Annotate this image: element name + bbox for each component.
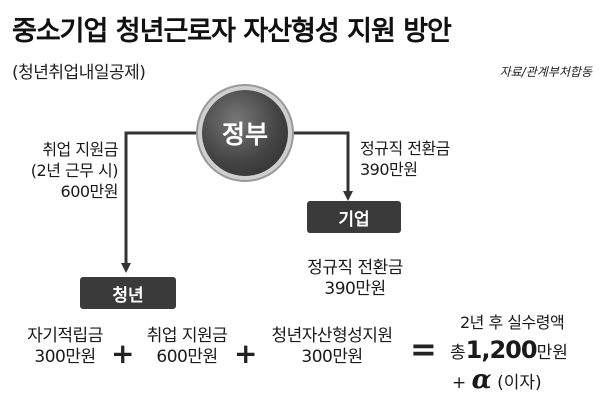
formula-term-3: 청년자산형성지원 300만원 [262, 326, 402, 368]
government-label: 정부 [221, 120, 268, 149]
term1-value: 300만원 [34, 347, 96, 367]
gov-to-company-annotation: 정규직 전환금 390만원 [360, 138, 450, 180]
page-title: 중소기업 청년근로자 자산형성 지원 방안 [12, 16, 452, 47]
company-to-youth-line2: 390만원 [324, 279, 386, 299]
youth-label: 청년 [112, 285, 144, 306]
gov-to-company-line1: 정규직 전환금 [360, 139, 450, 158]
result-prefix: 총 [450, 343, 466, 363]
plus-sign-1: + [111, 337, 135, 370]
plus-sign-2: + [234, 337, 258, 370]
term3-label: 청년자산형성지원 [271, 326, 393, 346]
result-plus: + [452, 373, 467, 393]
gov-to-youth-annotation: 취업 지원금 (2년 근무 시) 600만원 [20, 139, 119, 202]
arrow-gov-to-youth [121, 131, 204, 273]
equals-sign: = [410, 330, 437, 368]
term3-value: 300만원 [301, 347, 363, 367]
government-circle: 정부 [202, 90, 288, 176]
result-amount: 1,200 [465, 336, 538, 364]
subtitle: (청년취업내일공제) [12, 63, 146, 83]
formula-term-1: 자기적립금 300만원 [10, 326, 120, 368]
company-to-youth-line1: 정규직 전환금 [307, 258, 403, 278]
source-credit: 자료/관계부처합동 [499, 65, 592, 79]
term1-label: 자기적립금 [27, 326, 103, 346]
term2-label: 취업 지원금 [146, 326, 228, 346]
result-unit: 만원 [536, 343, 568, 363]
formula-term-2: 취업 지원금 600만원 [132, 326, 242, 368]
arrow-gov-to-company [290, 131, 353, 201]
gov-to-youth-line1: 취업 지원금 [42, 140, 118, 159]
company-to-youth-annotation: 정규직 전환금 390만원 [290, 258, 420, 300]
result-total: 총1,200만원 [450, 336, 568, 364]
youth-box: 청년 [80, 277, 176, 309]
gov-to-youth-line3: 600만원 [60, 182, 119, 201]
gov-to-youth-line2: (2년 근무 시) [30, 161, 119, 180]
result-extra: + α (이자) [452, 365, 542, 395]
result-label: 2년 후 실수령액 [460, 313, 565, 332]
term2-value: 600만원 [156, 347, 218, 367]
company-box: 기업 [307, 201, 401, 233]
gov-to-company-line2: 390만원 [360, 160, 418, 179]
alpha-symbol: α [471, 365, 492, 395]
interest-label: (이자) [497, 373, 542, 393]
company-label: 기업 [338, 209, 370, 230]
